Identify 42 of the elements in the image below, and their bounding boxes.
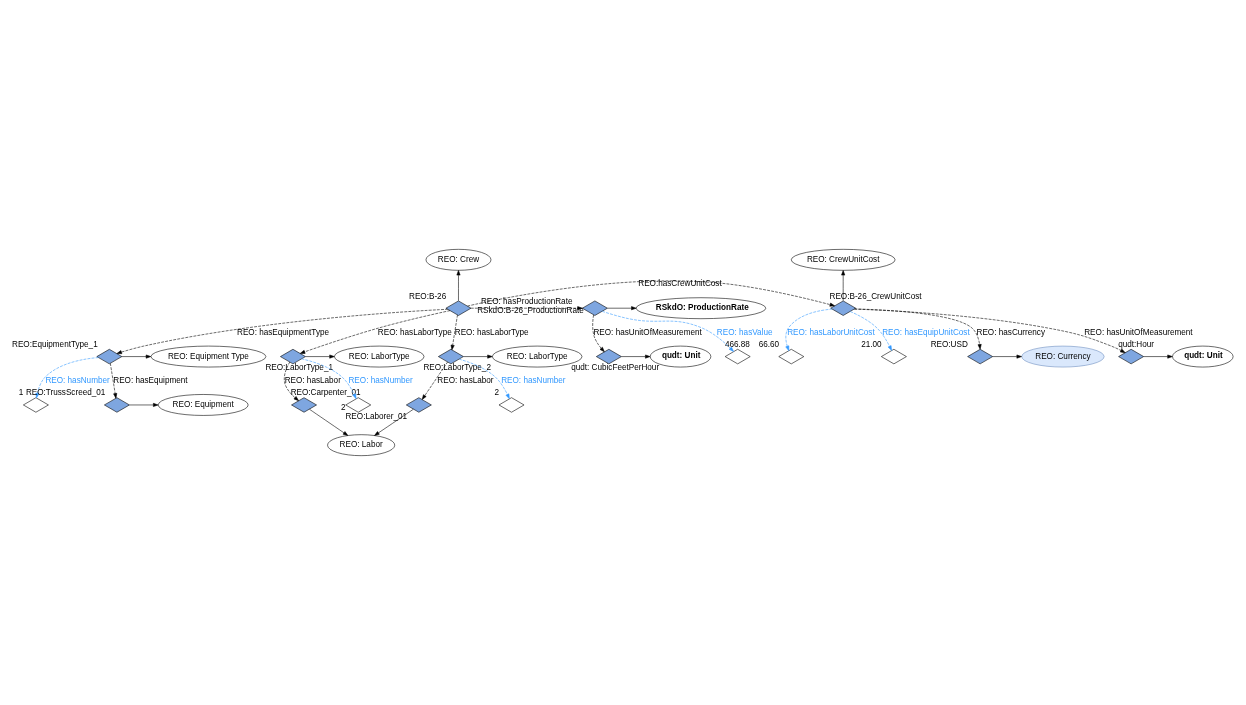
node-diamond xyxy=(967,349,993,365)
node-diamond xyxy=(498,397,525,413)
node-diamond xyxy=(445,300,472,316)
arrow xyxy=(467,280,835,307)
arrow xyxy=(121,354,152,359)
arrow xyxy=(1143,354,1173,359)
arrow xyxy=(299,310,451,354)
node-diamond xyxy=(438,349,464,365)
arrow xyxy=(458,358,510,400)
arrow xyxy=(129,403,159,407)
node-diamond xyxy=(778,349,805,365)
arrow xyxy=(305,354,335,359)
node-diamond xyxy=(582,300,608,316)
arrow xyxy=(463,354,493,359)
arrow xyxy=(116,308,449,354)
arrow xyxy=(301,358,357,399)
arrow xyxy=(456,270,461,301)
node-diamond xyxy=(23,397,49,413)
arrow xyxy=(110,363,118,399)
node-diamond xyxy=(881,349,907,365)
arrow xyxy=(854,308,982,350)
arrow xyxy=(470,306,583,311)
arrow xyxy=(621,354,651,359)
arrow xyxy=(450,314,458,351)
arrow xyxy=(841,270,846,301)
arrow xyxy=(592,314,605,353)
arrow xyxy=(374,409,414,436)
arrow xyxy=(35,357,99,399)
arrow xyxy=(785,308,833,351)
node-diamond xyxy=(345,397,372,413)
arrow xyxy=(309,409,349,436)
arrow xyxy=(602,311,734,352)
arrow xyxy=(421,361,448,400)
node-diamond xyxy=(406,397,432,413)
arrow xyxy=(850,311,892,351)
node-diamond xyxy=(104,397,130,413)
arrow xyxy=(992,354,1022,359)
node-diamond xyxy=(724,349,751,365)
arrow xyxy=(854,308,1126,353)
arrow xyxy=(607,306,637,311)
node-diamond xyxy=(596,349,622,365)
arrow xyxy=(283,361,299,401)
